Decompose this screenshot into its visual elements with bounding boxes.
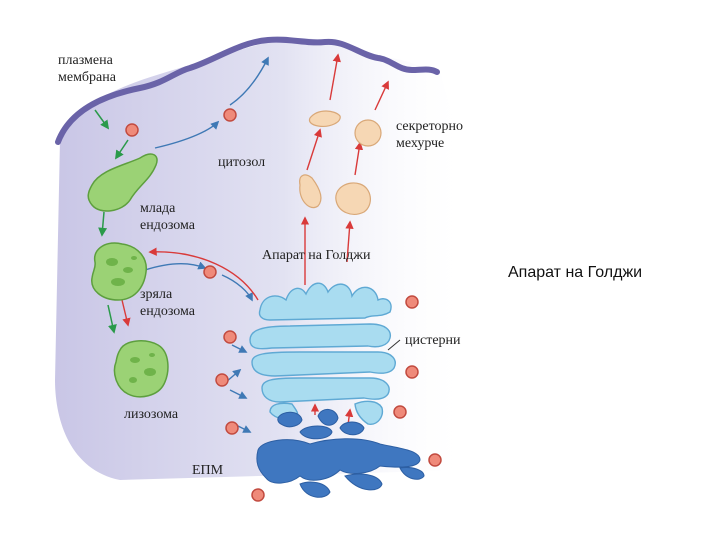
late-endosome: [91, 242, 147, 301]
cisternae-leader: [387, 339, 401, 351]
label-plasma-membrane: плазмена мембрана: [58, 52, 116, 86]
label-cytosol: цитозол: [218, 155, 266, 170]
label-early-endosome-line2: ендозома: [140, 218, 195, 233]
label-late-endosome-line1: зряла: [140, 287, 173, 302]
label-lysosome: лизозома: [124, 407, 179, 422]
golgi-to-endosome-arrows: [121, 247, 259, 327]
er-network: [256, 409, 425, 498]
plasma-membrane: [55, 36, 440, 145]
label-secretory-vesicle: секреторно мехурче: [396, 118, 463, 152]
label-early-endosome-line1: млада: [140, 201, 176, 216]
label-late-endosome-line2: ендозома: [140, 304, 195, 319]
label-late-endosome: зряла ендозома: [140, 286, 195, 320]
transport-vesicles: [125, 108, 442, 502]
label-cisternae: цистерни: [405, 333, 461, 348]
golgi-apparatus: [249, 282, 396, 425]
secretory-arrows: [300, 53, 389, 426]
lysosome-inclusions: [129, 353, 156, 383]
label-plasma-membrane-line1: плазмена: [58, 53, 113, 68]
label-secretory-vesicle-line2: мехурче: [396, 136, 445, 151]
early-endosome: [87, 153, 158, 212]
label-secretory-vesicle-line1: секреторно: [396, 119, 464, 134]
label-plasma-membrane-line2: мембрана: [58, 70, 116, 85]
late-endosome-inclusions: [106, 256, 137, 286]
label-golgi: Апарат на Голджи: [262, 248, 371, 263]
label-er: ЕПМ: [192, 463, 224, 478]
lysosome: [113, 340, 169, 398]
secretory-vesicles: [299, 110, 382, 215]
side-title: Апарат на Голджи: [508, 264, 643, 281]
label-early-endosome: млада ендозома: [140, 200, 195, 234]
endocytic-arrows: [94, 109, 129, 334]
